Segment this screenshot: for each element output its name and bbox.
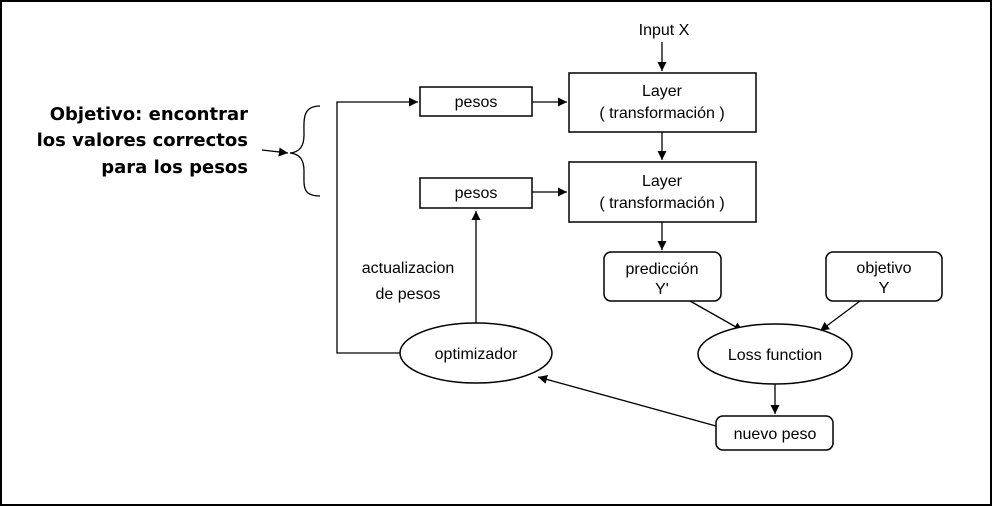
goal-brace	[289, 105, 321, 197]
update-label-line-2: de pesos	[376, 286, 441, 303]
layer-1-subtitle: ( transformación )	[599, 105, 724, 122]
update-label-line-1: actualizacion	[362, 260, 455, 277]
weights-1-label: pesos	[455, 94, 498, 111]
optimizer-label: optimizador	[435, 346, 518, 363]
target-box: objetivo Y	[825, 251, 943, 302]
input-x-label: Input X	[639, 22, 690, 39]
goal-line-3: para los pesos	[101, 157, 248, 178]
weights-box-1: pesos	[419, 86, 533, 117]
layer-2-subtitle: ( transformación )	[599, 195, 724, 212]
prediction-label: predicción	[626, 261, 699, 278]
new-weight-label: nuevo peso	[734, 426, 817, 443]
weights-2-label: pesos	[455, 185, 498, 202]
goal-arrow	[261, 147, 289, 157]
prediction-to-loss-arrow	[689, 300, 744, 332]
target-symbol: Y	[879, 280, 890, 297]
goal-line-2: los valores correctos	[37, 130, 248, 151]
target-to-loss-arrow	[819, 300, 861, 332]
layer-box-1: Layer ( transformación )	[568, 72, 757, 133]
prediction-symbol: Y'	[655, 281, 669, 298]
optimizer-node: optimizador	[399, 322, 553, 384]
target-label: objetivo	[856, 260, 911, 277]
layer-box-2: Layer ( transformación )	[568, 161, 757, 223]
new-weight-to-optimizer-arrow	[537, 375, 717, 427]
layer-1-title: Layer	[642, 83, 683, 100]
prediction-box: predicción Y'	[603, 251, 722, 302]
loss-function-node: Loss function	[697, 323, 853, 385]
goal-line-1: Objetivo: encontrar	[50, 104, 248, 125]
weights-box-2: pesos	[419, 177, 533, 209]
loss-function-label: Loss function	[728, 347, 822, 364]
optimizer-to-weights1-arrow	[336, 97, 418, 354]
layer-2-title: Layer	[642, 173, 683, 190]
new-weight-box: nuevo peso	[715, 415, 834, 451]
